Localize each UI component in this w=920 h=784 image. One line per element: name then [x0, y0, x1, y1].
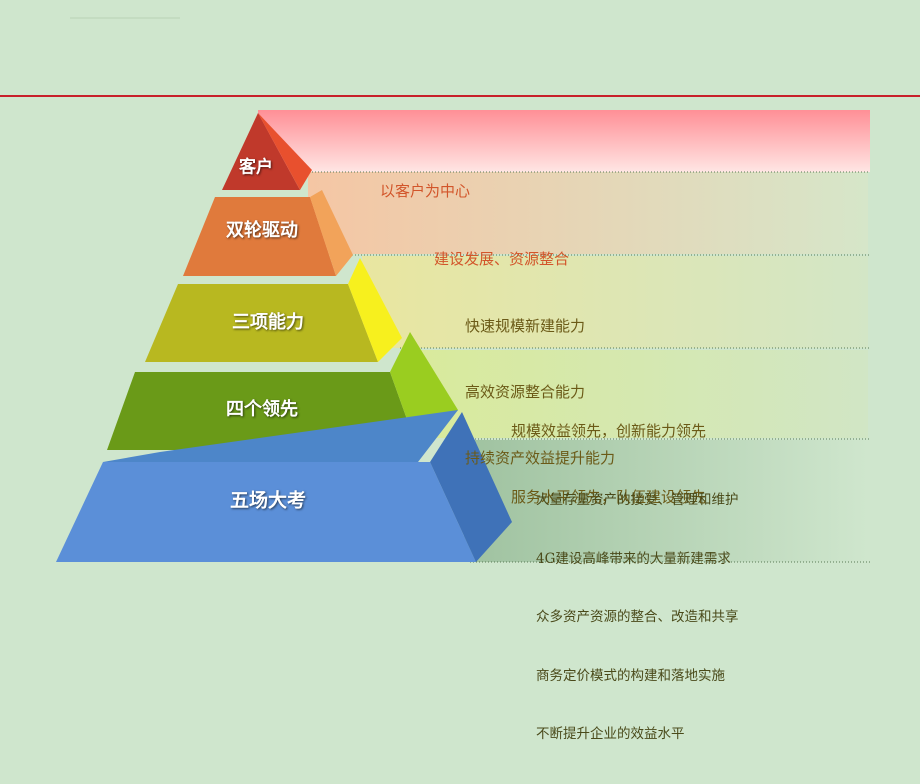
layer-1-side [258, 113, 312, 190]
band-2-text: 建设发展、资源整合 [434, 204, 569, 314]
layer-3-side [348, 258, 402, 362]
band-4-line-1: 规模效益领先，创新能力领先 [511, 422, 707, 440]
layer-2-front [183, 197, 336, 276]
layer-3-front [145, 284, 378, 362]
band-3-line-1: 快速规模新建能力 [465, 317, 586, 335]
band-5 [464, 440, 868, 562]
band-2 [308, 172, 868, 254]
layer-5-side [430, 412, 512, 562]
band-3-line-3: 持续资产效益提升能力 [465, 449, 616, 467]
band-4 [418, 350, 868, 438]
pyramid-diagram [0, 17, 920, 563]
band-5-text: 大量存量资产的接受、管理和维护 4G建设高峰带来的大量新建需求 众多资产资源的整… [536, 452, 739, 784]
layer-4-label: 四个领先 [226, 399, 298, 420]
band-5-line-3: 众多资产资源的整合、改造和共享 [536, 609, 739, 625]
band-5-line-2: 4G建设高峰带来的大量新建需求 [536, 550, 731, 567]
band-1-line-1: 以客户为中心 [380, 182, 471, 200]
slide: 客户 双轮驱动 三项能力 四个领先 五场大考 以客户为中心 建设发展、资源整合 … [0, 17, 920, 742]
band-3-line-2: 高效资源整合能力 [465, 383, 586, 401]
band-4-text: 规模效益领先，创新能力领先 服务水平领先，队伍建设领先 [511, 376, 706, 552]
layer-5-front [56, 462, 476, 562]
band-separators [300, 171, 870, 563]
layer-3-label: 三项能力 [232, 312, 304, 333]
band-4-line-2: 服务水平领先，队伍建设领先 [511, 488, 707, 506]
layer-2-label: 双轮驱动 [226, 220, 298, 241]
band-1-text: 以客户为中心 [380, 136, 470, 246]
layer-1-front [222, 113, 300, 190]
band-1 [258, 110, 870, 172]
band-3-text: 快速规模新建能力 高效资源整合能力 持续资产效益提升能力 [465, 271, 615, 513]
band-5-line-5: 不断提升企业的效益水平 [536, 726, 685, 742]
band-5-line-1: 大量存量资产的接受、管理和维护 [536, 492, 739, 508]
layer-1-label: 客户 [239, 157, 273, 178]
layer-5-top [103, 410, 458, 462]
band-2-line-1: 建设发展、资源整合 [434, 250, 570, 268]
layer-5-label: 五场大考 [229, 489, 307, 512]
band-3 [362, 256, 868, 348]
layer-2-side [310, 190, 353, 276]
band-5-line-4: 商务定价模式的构建和落地实施 [536, 667, 725, 684]
